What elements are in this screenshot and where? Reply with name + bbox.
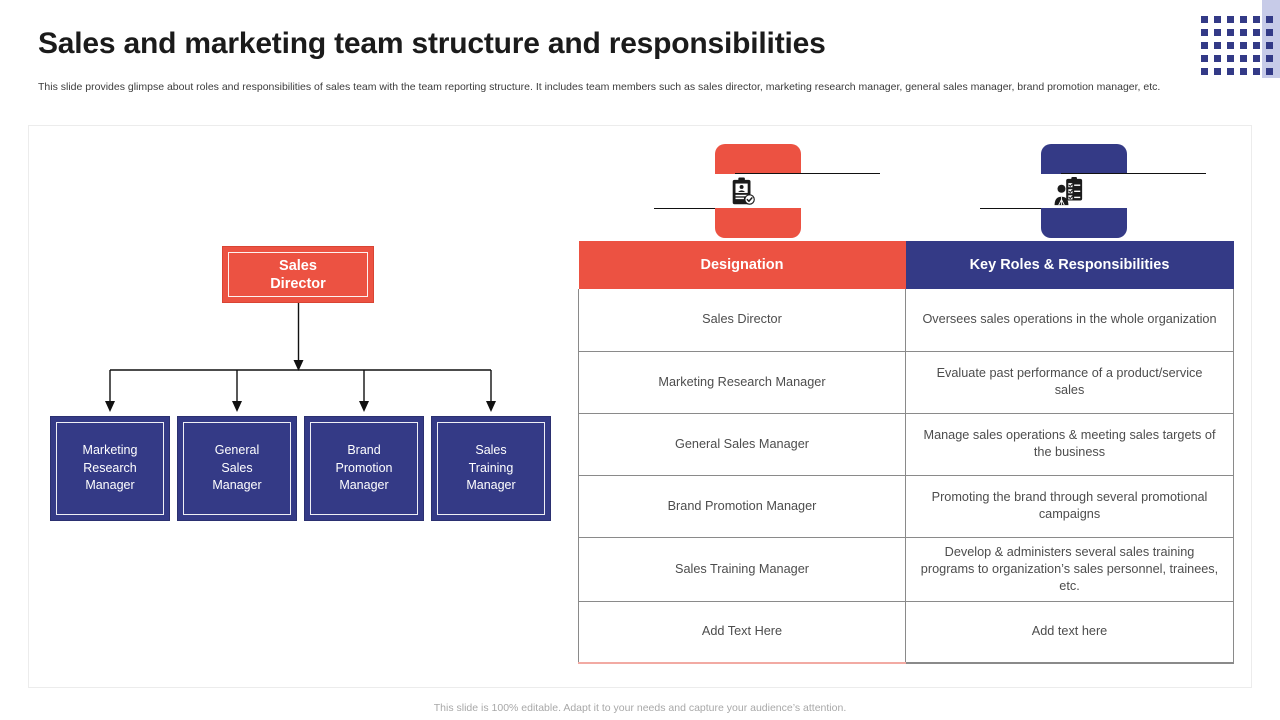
dot: [1266, 16, 1273, 23]
leaf3-line-2: Training: [468, 460, 514, 475]
dot: [1214, 55, 1221, 62]
cell-responsibility[interactable]: Add text here: [905, 601, 1234, 664]
cell-responsibility[interactable]: Develop & administers several sales trai…: [905, 537, 1234, 602]
root-line-1: Sales: [279, 257, 317, 274]
dot: [1227, 29, 1234, 36]
cell-designation[interactable]: Sales Training Manager: [578, 537, 906, 602]
column-header-key-roles: Key Roles & Responsibilities: [905, 241, 1234, 289]
cell-responsibility[interactable]: Manage sales operations & meeting sales …: [905, 413, 1234, 476]
leaf1-line-2: Sales: [221, 460, 253, 475]
root-line-2: Director: [270, 275, 326, 292]
dot: [1240, 68, 1247, 75]
dot: [1266, 29, 1273, 36]
badge-designation: [654, 144, 880, 244]
dot: [1201, 16, 1208, 23]
dot: [1266, 68, 1273, 75]
dot: [1253, 16, 1260, 23]
dot: [1253, 68, 1260, 75]
badge-bar-bottom: [1041, 208, 1127, 238]
page-title: Sales and marketing team structure and r…: [38, 27, 826, 60]
leaf2-line-3: Manager: [339, 478, 389, 493]
dot: [1214, 42, 1221, 49]
badge-responsibilities: [980, 144, 1206, 244]
dot: [1214, 68, 1221, 75]
cell-designation[interactable]: General Sales Manager: [578, 413, 906, 476]
org-chart-connectors: [105, 303, 496, 412]
dot: [1266, 55, 1273, 62]
leaf3-line-3: Manager: [466, 478, 516, 493]
dot: [1201, 68, 1208, 75]
leaf3-line-1: Sales: [475, 443, 507, 458]
footer-note: This slide is 100% editable. Adapt it to…: [433, 702, 847, 714]
leaf0-line-2: Research: [83, 460, 137, 475]
dot: [1227, 42, 1234, 49]
dot: [1201, 29, 1208, 36]
badge-rule-top: [1061, 173, 1206, 174]
badge-bar-top: [1041, 144, 1127, 174]
leaf2-line-1: Brand: [347, 443, 381, 458]
leaf1-line-1: General: [214, 443, 260, 458]
dot: [1201, 42, 1208, 49]
dot-grid-decoration: [1190, 0, 1280, 78]
dot: [1266, 42, 1273, 49]
cell-designation[interactable]: Brand Promotion Manager: [578, 475, 906, 538]
badge-bar-top: [715, 144, 801, 174]
dot: [1201, 55, 1208, 62]
leaf0-line-3: Manager: [85, 478, 135, 493]
dot: [1253, 55, 1260, 62]
page-subtitle: This slide provides glimpse about roles …: [38, 81, 1161, 93]
cell-designation[interactable]: Sales Director: [578, 289, 906, 352]
clipboard-id-check-icon: [726, 177, 760, 207]
badge-rule-top: [735, 173, 880, 174]
dot: [1240, 16, 1247, 23]
dot: [1227, 68, 1234, 75]
dot: [1240, 55, 1247, 62]
dot: [1240, 29, 1247, 36]
roles-responsibilities-table: Designation Key Roles & Responsibilities…: [578, 241, 1234, 664]
dot: [1227, 16, 1234, 23]
dot: [1214, 29, 1221, 36]
leaf0-line-1: Marketing: [82, 443, 138, 458]
cell-responsibility[interactable]: Oversees sales operations in the whole o…: [905, 289, 1234, 352]
cell-designation[interactable]: Add Text Here: [578, 601, 906, 664]
cell-designation[interactable]: Marketing Research Manager: [578, 351, 906, 414]
leaf2-line-2: Promotion: [335, 460, 393, 475]
person-checklist-icon: [1052, 177, 1086, 207]
dot: [1227, 55, 1234, 62]
leaf1-line-3: Manager: [212, 478, 262, 493]
column-header-designation: Designation: [578, 241, 906, 289]
table-header-row: Designation Key Roles & Responsibilities: [578, 241, 1234, 289]
cell-responsibility[interactable]: Promoting the brand through several prom…: [905, 475, 1234, 538]
badge-bar-bottom: [715, 208, 801, 238]
cell-responsibility[interactable]: Evaluate past performance of a product/s…: [905, 351, 1234, 414]
dot-grid: [1201, 16, 1279, 81]
dot: [1240, 42, 1247, 49]
dot: [1253, 42, 1260, 49]
dot: [1253, 29, 1260, 36]
dot: [1214, 16, 1221, 23]
